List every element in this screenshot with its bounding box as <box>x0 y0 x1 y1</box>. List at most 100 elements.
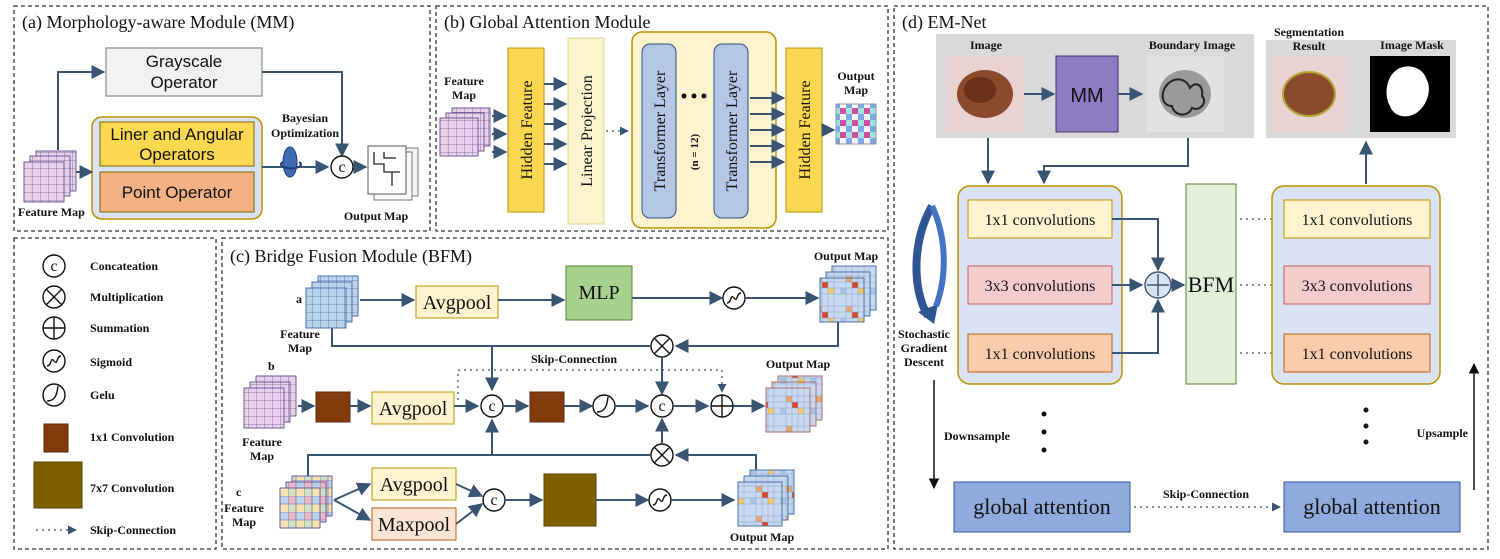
legend-item-sum: Summation <box>42 316 150 340</box>
label-c: c <box>236 485 242 499</box>
linear-projection-box <box>567 37 605 225</box>
output-map-c-c <box>737 469 795 527</box>
decoder-conv1x1-top <box>1283 199 1431 239</box>
hidden-feature-box-1 <box>507 47 545 213</box>
panel-c-border <box>221 237 889 550</box>
legend-label-conv7x7: 7x7 Convolution <box>90 481 175 495</box>
transformer-layer-2 <box>713 43 749 219</box>
boundary-image <box>1146 56 1224 132</box>
bayes-label-2: Optimization <box>271 126 339 140</box>
bayes-rotate-icon <box>280 146 302 178</box>
panel-a: (a) Morphology-aware Module (MM) Graysca… <box>13 5 431 232</box>
point-operator-label: Point Operator <box>122 183 233 202</box>
decoder-conv1x1-bottom <box>1283 333 1431 373</box>
label-b: b <box>268 359 275 373</box>
upsample-label: Upsample <box>1417 426 1469 440</box>
image-label: Image <box>970 38 1003 52</box>
panel-b-title: (b) Global Attention Module <box>444 12 650 33</box>
legend-label-sum: Summation <box>90 321 150 335</box>
linear-projection-label: Linear Projection <box>579 75 596 187</box>
concat-symbol-c-b: c <box>488 398 495 415</box>
legend-item-skip: Skip-Connection <box>36 523 176 537</box>
liner-label-1: Liner and Angular <box>110 125 244 144</box>
transformer-layer-1 <box>641 43 677 219</box>
panel-c: (c) Bridge Fusion Module (BFM) a Feature… <box>221 237 889 550</box>
feature-map-c-c-1: Feature <box>224 501 264 515</box>
feature-map-c-b <box>243 375 297 429</box>
concat-symbol-a: c <box>338 159 345 176</box>
avgpool-b-box <box>371 391 455 425</box>
panel-a-title: (a) Morphology-aware Module (MM) <box>22 12 294 33</box>
gelu-icon <box>42 383 66 407</box>
panel-a-border <box>13 5 431 232</box>
encoder-conv3x3 <box>967 265 1113 305</box>
encoder-conv1x1-top <box>967 199 1113 239</box>
legend-label-sigmoid: Sigmoid <box>90 355 132 369</box>
mlp-box <box>565 265 633 321</box>
n-layers-label: (n = 12) <box>689 134 701 171</box>
legend-item-gelu: Gelu <box>42 383 115 407</box>
feature-map-b-label-2: Map <box>452 88 476 102</box>
conv1x1-b-2 <box>529 391 565 423</box>
mlp-label: MLP <box>578 282 619 304</box>
hidden-feature-label-2: Hidden Feature <box>797 80 814 179</box>
legend-border <box>13 237 217 550</box>
sgd-arrow-icon <box>912 203 947 324</box>
legend-item-conv7x7: 7x7 Convolution <box>33 461 175 509</box>
sgd-label-2: Gradient <box>901 341 948 355</box>
legend-item-conv1x1: 1x1 Convolution <box>43 423 175 453</box>
output-map-b-label-1: Output <box>837 69 874 83</box>
panel-b: (b) Global Attention Module Feature Map … <box>435 5 889 232</box>
legend-label-gelu: Gelu <box>90 388 115 402</box>
encoder-conv3x3-label: 3x3 convolutions <box>985 278 1096 295</box>
mm-label: MM <box>1070 85 1103 107</box>
panel-d: (d) EM-Net Image MM Boundary Image Segme… <box>893 5 1489 550</box>
avgpool-a-label: Avgpool <box>423 292 492 314</box>
transformer-layer-label-1: Transformer Layer <box>652 70 669 191</box>
legend-item-concat: c Concateation <box>42 254 158 278</box>
sgd-label-1: Stochastic <box>898 327 951 341</box>
conv7x7-icon <box>33 461 83 509</box>
decoder-conv3x3-label: 3x3 convolutions <box>1302 278 1413 295</box>
ellipsis-vertical-right <box>1363 407 1369 445</box>
point-operator-box <box>99 171 255 213</box>
global-attention-left-label: global attention <box>973 494 1110 519</box>
global-attention-right-label: global attention <box>1303 494 1440 519</box>
encoder-conv1x1-top-label: 1x1 convolutions <box>985 212 1096 229</box>
output-map-c-c-label: Output Map <box>730 530 795 544</box>
label-a: a <box>296 292 302 306</box>
avgpool-a-box <box>415 285 499 319</box>
panel-d-title: (d) EM-Net <box>902 12 986 33</box>
grayscale-label-2: Operator <box>150 73 217 92</box>
bayes-label-1: Bayesian <box>282 111 328 125</box>
liner-angular-box <box>99 121 255 167</box>
feature-map-b-label-1: Feature <box>444 74 484 88</box>
hidden-feature-label-1: Hidden Feature <box>519 80 536 179</box>
conv7x7-c <box>543 473 597 527</box>
downsample-label: Downsample <box>944 429 1011 443</box>
concat-symbol-c-mid: c <box>658 398 665 415</box>
feature-map-c-c <box>279 475 333 529</box>
feature-map-b <box>439 107 491 157</box>
legend-label-skip: Skip-Connection <box>90 523 176 537</box>
feature-map-a <box>23 150 77 203</box>
feature-map-a-c-1: Feature <box>280 327 320 341</box>
legend-label-conv1x1: 1x1 Convolution <box>90 430 175 444</box>
segmentation-label-1: Segmentation <box>1274 25 1344 39</box>
boundary-image-label: Boundary Image <box>1149 38 1236 52</box>
concat-icon <box>42 254 66 278</box>
transformer-layer-label-2: Transformer Layer <box>724 70 741 191</box>
feature-map-a-c-2: Map <box>288 341 312 355</box>
decoder-conv3x3 <box>1283 265 1431 305</box>
bfm-box <box>1185 183 1237 385</box>
feature-map-c-c-2: Map <box>232 515 256 529</box>
feature-map-c-a <box>305 275 359 329</box>
gelu-icon-c <box>592 394 616 418</box>
output-map-c-a-label: Output Map <box>814 249 879 263</box>
global-attention-left <box>953 481 1131 533</box>
panel-c-title: (c) Bridge Fusion Module (BFM) <box>230 246 472 267</box>
maxpool-c-label: Maxpool <box>378 514 451 536</box>
panel-d-border <box>893 5 1489 550</box>
image-mask-label: Image Mask <box>1380 38 1444 52</box>
